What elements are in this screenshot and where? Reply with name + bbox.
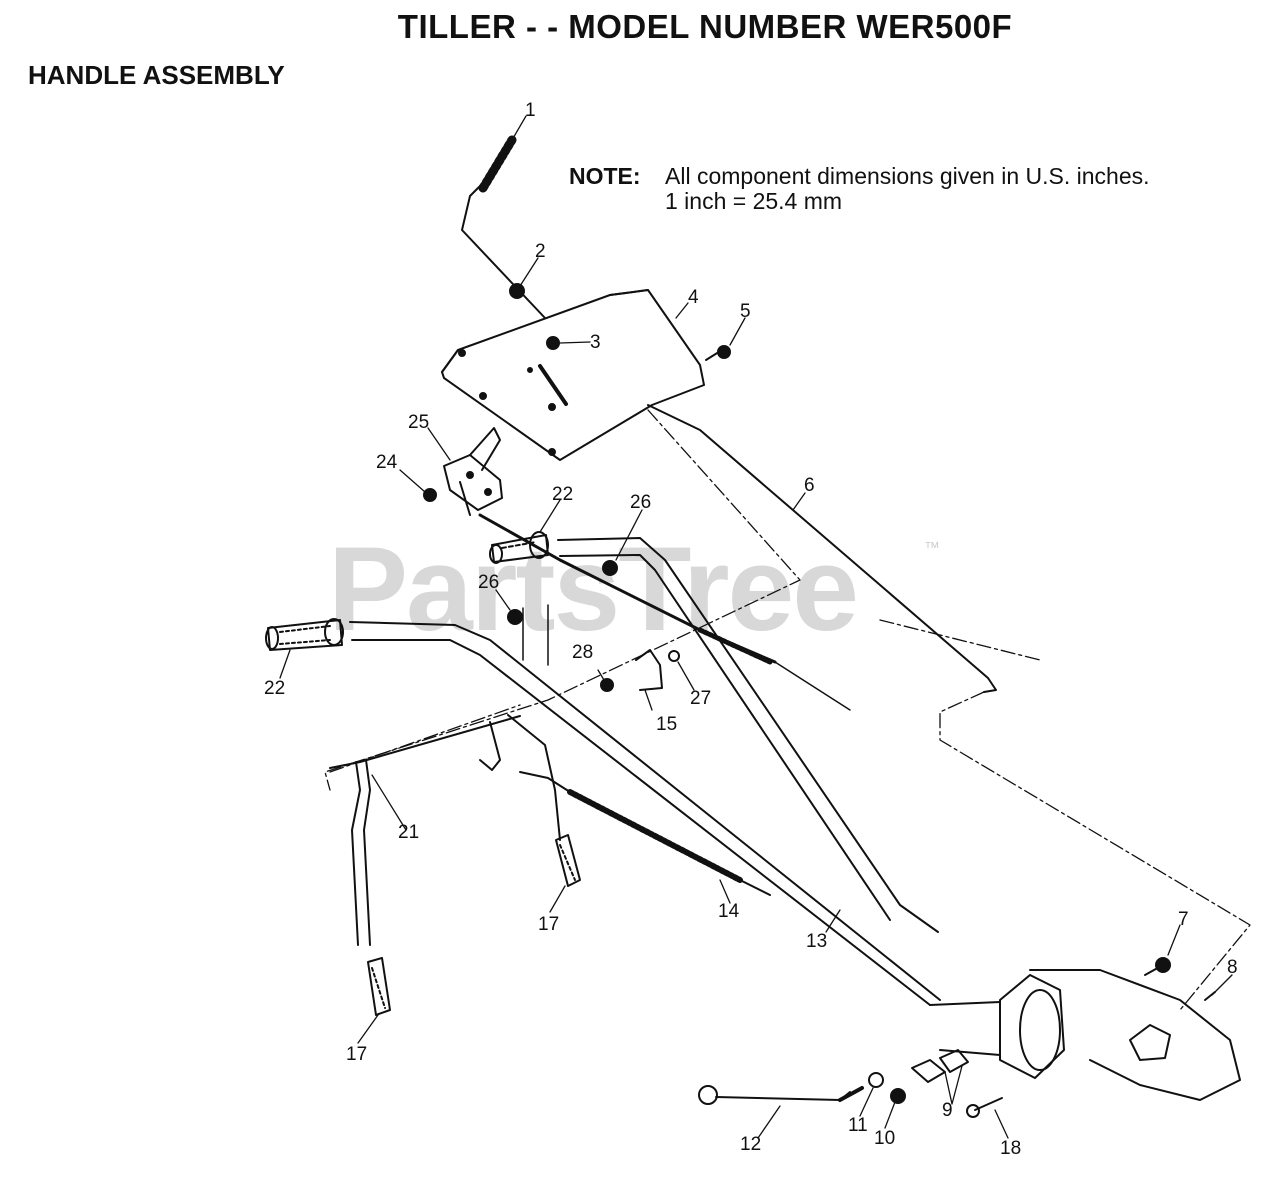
part-17-grip-b xyxy=(367,957,391,1016)
callout-22-b: 22 xyxy=(264,678,285,699)
callout-17-b: 17 xyxy=(346,1044,367,1065)
callout-6: 6 xyxy=(804,475,815,496)
callout-17-a: 17 xyxy=(538,914,559,935)
note-line-1: All component dimensions given in U.S. i… xyxy=(665,163,1150,189)
callout-14: 14 xyxy=(718,901,740,922)
callout-26-b: 26 xyxy=(478,572,499,593)
callout-13: 13 xyxy=(806,931,827,952)
leader-lines xyxy=(279,115,1233,1139)
left-handle-bar xyxy=(349,621,941,1006)
part-28-nut xyxy=(600,678,614,692)
callout-25: 25 xyxy=(408,412,429,433)
part-12-shift-lever xyxy=(698,1085,864,1105)
part-26-upper-nut xyxy=(602,560,618,576)
part-17-grip-a xyxy=(555,834,581,887)
callout-24: 24 xyxy=(376,452,398,473)
note-label: NOTE: xyxy=(569,163,641,189)
part-4-console-panel xyxy=(441,289,705,461)
part-21-linkage-rod xyxy=(329,714,561,946)
part-15-bracket xyxy=(635,649,663,691)
callout-12: 12 xyxy=(740,1134,761,1155)
callout-5: 5 xyxy=(740,301,751,322)
callout-2: 2 xyxy=(535,241,546,262)
callout-10: 10 xyxy=(874,1128,895,1149)
callout-7: 7 xyxy=(1178,909,1189,930)
trademark-symbol: ™ xyxy=(924,540,940,557)
callout-4: 4 xyxy=(688,287,699,308)
part-10-nut xyxy=(890,1088,906,1104)
part-14-cable xyxy=(519,771,771,896)
part-26-lower-nut xyxy=(507,609,523,625)
callout-27: 27 xyxy=(690,688,711,709)
callout-28: 28 xyxy=(572,642,593,663)
right-handle-bar xyxy=(557,537,939,933)
callout-11: 11 xyxy=(848,1115,868,1136)
part-22-left-grip xyxy=(265,618,344,651)
watermark: PartsTree xyxy=(328,522,859,656)
callout-1: 1 xyxy=(525,100,536,121)
part-8-cam xyxy=(1129,1024,1171,1061)
callout-3: 3 xyxy=(590,332,601,353)
note-line-2: 1 inch = 25.4 mm xyxy=(665,188,843,214)
part-1-shift-rod xyxy=(461,135,546,319)
part-2-nut xyxy=(509,283,525,299)
callout-15: 15 xyxy=(656,714,677,735)
part-27-washer xyxy=(668,650,680,662)
dimension-note: NOTE: All component dimensions given in U… xyxy=(569,164,1150,214)
part-11-washer xyxy=(868,1072,884,1088)
handle-pivot-housing xyxy=(929,969,1241,1101)
callout-8: 8 xyxy=(1227,957,1238,978)
callout-18: 18 xyxy=(1000,1138,1021,1159)
callout-22-a: 22 xyxy=(552,484,573,505)
section-title: HANDLE ASSEMBLY xyxy=(28,60,285,90)
part-25-control-bracket xyxy=(443,427,503,516)
part-24-nut xyxy=(423,488,437,502)
page-title: TILLER - - MODEL NUMBER WER500F xyxy=(397,8,1013,45)
callout-26-a: 26 xyxy=(630,492,651,513)
part-5-bolt xyxy=(705,345,731,361)
part-6-drive-rod xyxy=(647,404,997,693)
callout-21: 21 xyxy=(398,822,419,843)
part-18-bolt xyxy=(966,1097,1003,1118)
part-3-screw xyxy=(527,336,568,406)
callout-9: 9 xyxy=(942,1100,953,1121)
